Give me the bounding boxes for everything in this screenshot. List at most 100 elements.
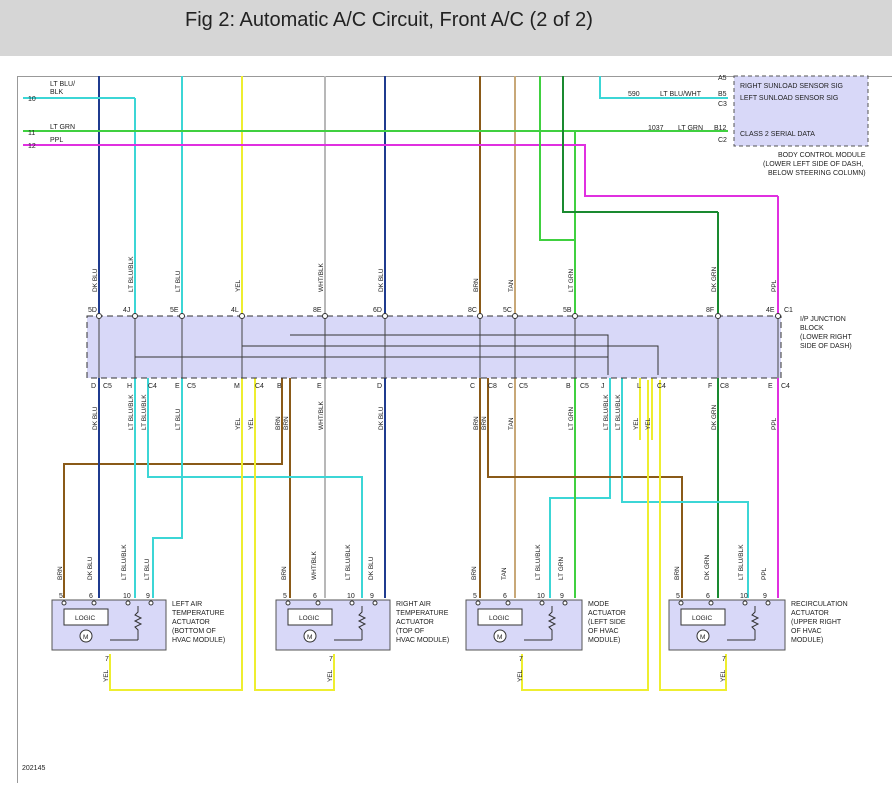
potentiometer-icon bbox=[357, 606, 367, 640]
junction-top-pin-6d: 6D bbox=[373, 307, 382, 314]
pin-terminal bbox=[477, 313, 483, 319]
act3-lt-blu-blk bbox=[549, 440, 611, 598]
actuator-caption: (UPPER RIGHT bbox=[791, 619, 842, 626]
junction-bottom-pin-m: M bbox=[234, 383, 240, 390]
wire-10-number: 10 bbox=[28, 96, 36, 103]
bcm-left-sunload-label: LEFT SUNLOAD SENSOR SIG bbox=[740, 95, 838, 102]
bcm-caption-2: (LOWER LEFT SIDE OF DASH, bbox=[763, 161, 863, 168]
junction-bottom-pin-c8: C8 bbox=[720, 383, 729, 390]
junction-bottom-pin-c5: C5 bbox=[519, 383, 528, 390]
pin-terminal bbox=[765, 600, 771, 606]
pin-terminal bbox=[775, 313, 781, 319]
bcm-pin-c3: C3 bbox=[718, 101, 727, 108]
bottom-wire-label: LT BLU/BLK bbox=[615, 394, 622, 430]
pin-terminal bbox=[512, 313, 518, 319]
bottom-wire-label: LT BLU bbox=[175, 408, 182, 430]
actuator-caption: MODULE) bbox=[588, 637, 620, 644]
logic-label: LOGIC bbox=[489, 615, 510, 622]
actuator-pin-6: 6 bbox=[503, 593, 507, 600]
bcm-right-sunload-label: RIGHT SUNLOAD SENSOR SIG bbox=[740, 83, 843, 90]
actuator-pin-6: 6 bbox=[89, 593, 93, 600]
bottom-wire-label: YEL bbox=[633, 417, 640, 430]
junction-caption-4: SIDE OF DASH) bbox=[800, 343, 852, 350]
actuator-pin-5: 5 bbox=[676, 593, 680, 600]
junction-top-pin-8e: 8E bbox=[313, 307, 322, 314]
bcm-caption-1: BODY CONTROL MODULE bbox=[778, 152, 866, 159]
actuator-wire-label: DK GRN bbox=[704, 554, 711, 580]
body-control-module: A5 RIGHT SUNLOAD SENSOR SIG 590 LT BLU/W… bbox=[628, 75, 869, 177]
top-wire-label: LT BLU bbox=[175, 270, 182, 292]
junction-top-pin-4j: 4J bbox=[123, 307, 130, 314]
actuator-output-label: YEL bbox=[327, 669, 334, 682]
bottom-wire-label: LT BLU/BLK bbox=[128, 394, 135, 430]
junction-bottom-pin-f: F bbox=[708, 383, 712, 390]
bottom-wire-label: DK BLU bbox=[378, 406, 385, 430]
pin-terminal bbox=[539, 600, 545, 606]
bcm-pin-b5: B5 bbox=[718, 91, 727, 98]
actuator-wire-label: BRN bbox=[471, 566, 478, 580]
bottom-wire-label: LT GRN bbox=[568, 406, 575, 430]
bottom-wire-label: BRN bbox=[275, 416, 282, 430]
actuator-wire-label: LT BLU/BLK bbox=[121, 544, 128, 580]
junction-bottom-pin-e: E bbox=[175, 383, 180, 390]
actuator-ground-pin: 7 bbox=[105, 656, 109, 663]
actuator-caption: (BOTTOM OF bbox=[172, 628, 216, 635]
junction-top-pin-5b: 5B bbox=[563, 307, 572, 314]
bcm-pin-c2: C2 bbox=[718, 137, 727, 144]
act2-yel-return bbox=[254, 380, 335, 691]
junction-bottom-pin-c: C bbox=[470, 383, 475, 390]
wires-layer bbox=[23, 76, 779, 691]
logic-box bbox=[477, 608, 523, 626]
bottom-wire-label: WHT/BLK bbox=[318, 400, 325, 430]
top-wire-label: WHT/BLK bbox=[318, 262, 325, 292]
junction-bottom-pin-e: E bbox=[768, 383, 773, 390]
wire-11-label: LT GRN bbox=[50, 124, 75, 131]
junction-caption-3: (LOWER RIGHT bbox=[800, 334, 852, 341]
junction-top-pin-8c: 8C bbox=[468, 307, 477, 314]
bottom-wire-label: YEL bbox=[645, 417, 652, 430]
actuator-pin-9: 9 bbox=[146, 593, 150, 600]
junction-bottom-pin-c8: C8 bbox=[488, 383, 497, 390]
wire-11-number: 11 bbox=[28, 130, 35, 137]
logic-box bbox=[63, 608, 109, 626]
pin-terminal bbox=[148, 600, 154, 606]
actuator-caption: ACTUATOR bbox=[172, 619, 210, 626]
actuator-pin-9: 9 bbox=[763, 593, 767, 600]
motor-label: M bbox=[307, 634, 312, 641]
top-wire-label: YEL bbox=[235, 279, 242, 292]
actuator-pin-10: 10 bbox=[537, 593, 545, 600]
act1-brn bbox=[63, 380, 283, 598]
junction-bottom-pin-c4: C4 bbox=[148, 383, 157, 390]
actuator-wire-label: LT BLU/BLK bbox=[738, 544, 745, 580]
actuator-output-label: YEL bbox=[720, 669, 727, 682]
junction-bus-line bbox=[290, 334, 609, 375]
actuator-pin-5: 5 bbox=[473, 593, 477, 600]
pin-terminal bbox=[125, 600, 131, 606]
actuator-pin-5: 5 bbox=[283, 593, 287, 600]
junction-bottom-pin-h: H bbox=[127, 383, 132, 390]
top-wire-label: PPL bbox=[771, 279, 778, 292]
bottom-wire-label: BRN bbox=[481, 416, 488, 430]
actuator-output-label: YEL bbox=[517, 669, 524, 682]
motor-icon bbox=[79, 629, 93, 643]
actuator-wire-label: BRN bbox=[674, 566, 681, 580]
actuator-pin-6: 6 bbox=[313, 593, 317, 600]
actuator-caption: ACTUATOR bbox=[588, 610, 626, 617]
actuator-caption: (LEFT SIDE bbox=[588, 619, 626, 626]
junction-top-pin-c1: C1 bbox=[784, 307, 793, 314]
actuator-pin-5: 5 bbox=[59, 593, 63, 600]
junction-top-pin-8f: 8F bbox=[706, 307, 714, 314]
actuator-caption: RIGHT AIR bbox=[396, 601, 431, 608]
junction-bottom-pin-c4: C4 bbox=[781, 383, 790, 390]
pin-terminal bbox=[372, 600, 378, 606]
actuator-wire-label: WHT/BLK bbox=[311, 550, 318, 580]
motor-label: M bbox=[700, 634, 705, 641]
bcm-pin-b12: B12 bbox=[714, 125, 727, 132]
bcm-wire-color-1037: LT GRN bbox=[678, 125, 703, 132]
junction-bottom-pin-c4: C4 bbox=[255, 383, 264, 390]
